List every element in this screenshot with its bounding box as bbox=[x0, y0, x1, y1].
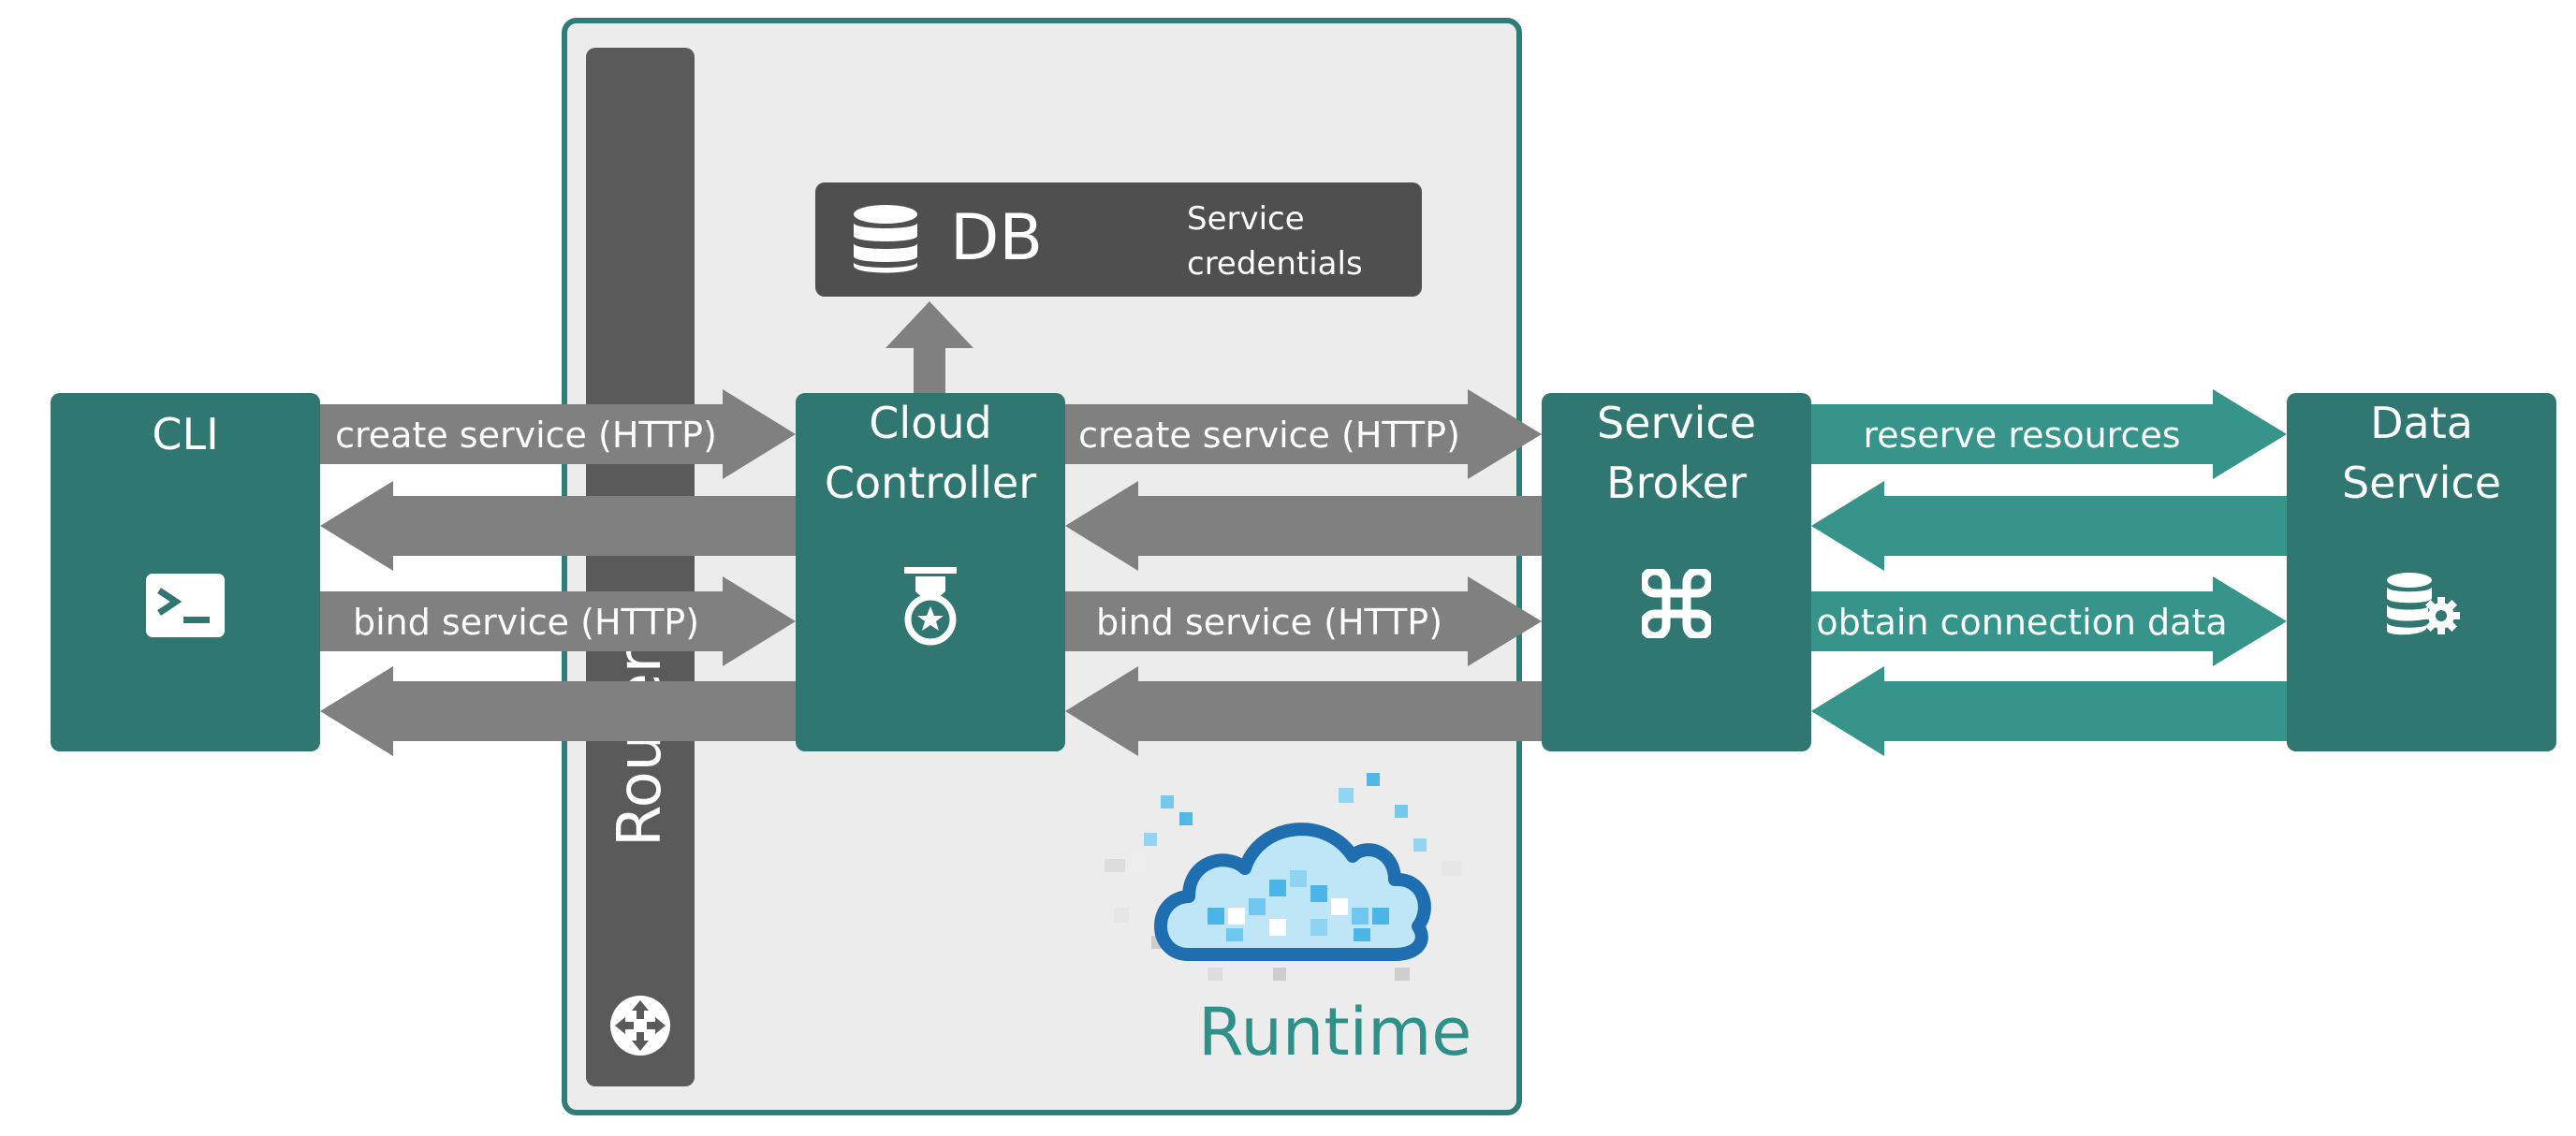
cc-to-sb-bind-label: bind service (HTTP) bbox=[1095, 602, 1443, 643]
sb-to-ds-reserve-arrow bbox=[1811, 389, 2287, 479]
service-broker-label-line2: Broker bbox=[1606, 458, 1747, 508]
db-credentials-line2: credentials bbox=[1187, 245, 1363, 283]
cc-to-cli-create-return-arrow bbox=[320, 481, 796, 571]
cli-to-cc-create-label: create service (HTTP) bbox=[335, 415, 717, 456]
cc-to-sb-bind-arrow bbox=[1065, 576, 1542, 666]
data-service-label-line2: Service bbox=[2341, 458, 2501, 508]
sb-to-cc-create-return-arrow bbox=[1065, 481, 1542, 571]
cli-label: CLI bbox=[152, 409, 219, 459]
cloud-controller-box: Cloud Controller bbox=[796, 393, 1065, 751]
service-broker-label-line1: Service bbox=[1596, 398, 1756, 448]
database-gear-icon bbox=[2387, 573, 2460, 635]
router-bar bbox=[586, 48, 695, 1086]
db-credentials-label: Service credentials bbox=[1187, 197, 1363, 286]
db-label: DB bbox=[950, 201, 1044, 275]
medal-icon bbox=[904, 567, 957, 646]
cc-to-cli-bind-return-arrow bbox=[320, 666, 796, 756]
cloud-runtime-logo bbox=[1105, 773, 1462, 981]
service-broker-box: Service Broker bbox=[1542, 393, 1811, 751]
cli-to-cc-bind-arrow bbox=[320, 576, 796, 666]
db-box bbox=[815, 182, 1422, 297]
sb-to-ds-reserve-label: reserve resources bbox=[1863, 415, 2181, 456]
ds-to-sb-obtain-return-arrow bbox=[1811, 666, 2287, 756]
cloud-controller-label-line2: Controller bbox=[824, 458, 1037, 508]
ds-to-sb-reserve-return-arrow bbox=[1811, 481, 2287, 571]
cli-box: CLI bbox=[51, 393, 320, 751]
cc-to-sb-create-label: create service (HTTP) bbox=[1078, 415, 1460, 456]
sb-to-cc-bind-return-arrow bbox=[1065, 666, 1542, 756]
cli-to-cc-create-arrow bbox=[320, 389, 796, 479]
data-service-box: Data Service bbox=[2287, 393, 2556, 751]
data-service-label-line1: Data bbox=[2370, 398, 2473, 448]
cc-to-db-arrow bbox=[886, 301, 973, 393]
runtime-label: Runtime bbox=[1198, 994, 1472, 1070]
cc-to-sb-create-arrow bbox=[1065, 389, 1542, 479]
database-icon bbox=[854, 205, 917, 273]
terminal-icon bbox=[146, 574, 225, 637]
cli-to-cc-bind-label: bind service (HTTP) bbox=[352, 602, 700, 643]
router-icon bbox=[610, 996, 670, 1056]
command-icon bbox=[1642, 569, 1711, 638]
sb-to-ds-obtain-label: obtain connection data bbox=[1816, 602, 2228, 643]
cloud-controller-label-line1: Cloud bbox=[869, 398, 992, 448]
sb-to-ds-obtain-arrow bbox=[1811, 576, 2287, 666]
db-credentials-line1: Service bbox=[1187, 200, 1305, 238]
